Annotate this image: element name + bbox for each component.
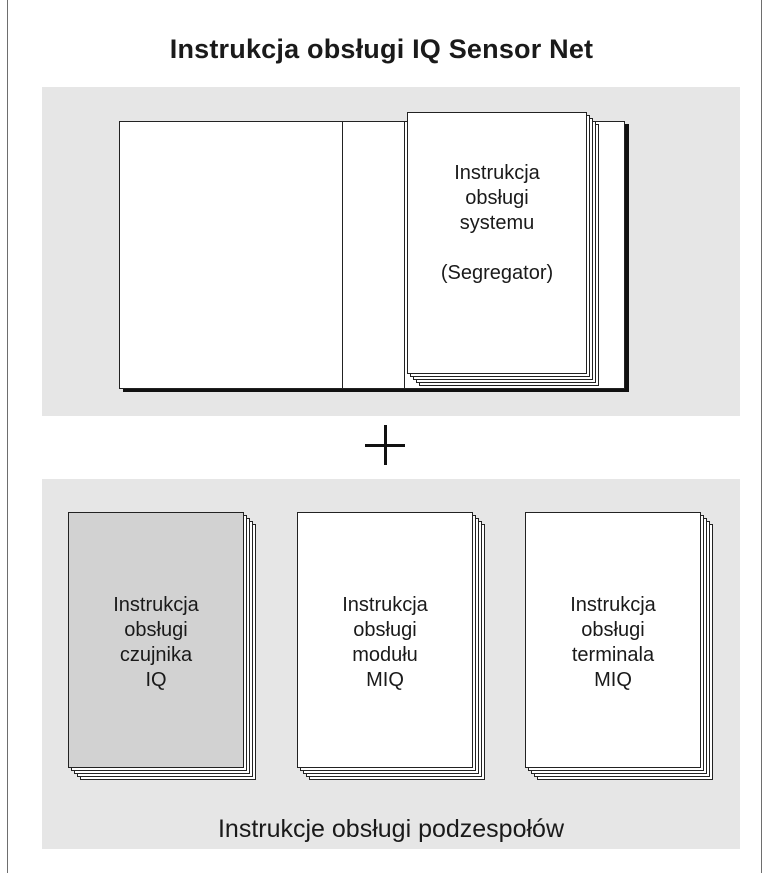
- manual-label-line: IQ: [145, 669, 167, 691]
- manual-label-line: terminala: [571, 644, 655, 666]
- manual-label-line: modułu: [352, 644, 418, 666]
- system-manual-cover: Instrukcja obsługi systemu (Segregator): [407, 112, 587, 374]
- manual-label-line: systemu: [459, 212, 535, 234]
- module-manual-stack: Instrukcja obsługi modułu MIQ: [297, 512, 489, 784]
- sensor-manual-stack: Instrukcja obsługi czujnika IQ: [68, 512, 260, 784]
- manual-label-line: MIQ: [366, 669, 404, 691]
- binder-spine: [342, 121, 405, 389]
- manual-label-line: obsługi: [124, 619, 188, 641]
- module-manual-label: Instrukcja obsługi modułu MIQ: [298, 593, 472, 693]
- manual-label-line: (Segregator): [440, 262, 554, 284]
- manual-label-line: czujnika: [119, 644, 193, 666]
- module-manual-cover: Instrukcja obsługi modułu MIQ: [297, 512, 473, 768]
- manual-label-line: obsługi: [581, 619, 645, 641]
- terminal-manual-label: Instrukcja obsługi terminala MIQ: [526, 593, 700, 693]
- system-manual-label: Instrukcja obsługi systemu (Segregator): [408, 161, 586, 286]
- manual-label-line: Instrukcja: [113, 594, 199, 616]
- system-manual-stack: Instrukcja obsługi systemu (Segregator): [407, 112, 603, 390]
- component-manuals-caption: Instrukcje obsługi podzespołów: [217, 815, 565, 843]
- page-title: Instrukcja obsługi IQ Sensor Net: [169, 34, 594, 64]
- manual-label-line: obsługi: [465, 187, 529, 209]
- terminal-manual-stack: Instrukcja obsługi terminala MIQ: [525, 512, 717, 784]
- manual-label-spacer: [408, 236, 586, 261]
- plus-icon: [365, 425, 405, 465]
- manual-label-line: MIQ: [594, 669, 632, 691]
- manual-label-line: obsługi: [353, 619, 417, 641]
- manual-label-line: Instrukcja: [454, 162, 540, 184]
- manual-label-line: Instrukcja: [342, 594, 428, 616]
- sensor-manual-cover: Instrukcja obsługi czujnika IQ: [68, 512, 244, 768]
- terminal-manual-cover: Instrukcja obsługi terminala MIQ: [525, 512, 701, 768]
- manual-label-line: Instrukcja: [570, 594, 656, 616]
- page-frame: [7, 0, 762, 873]
- sensor-manual-label: Instrukcja obsługi czujnika IQ: [69, 593, 243, 693]
